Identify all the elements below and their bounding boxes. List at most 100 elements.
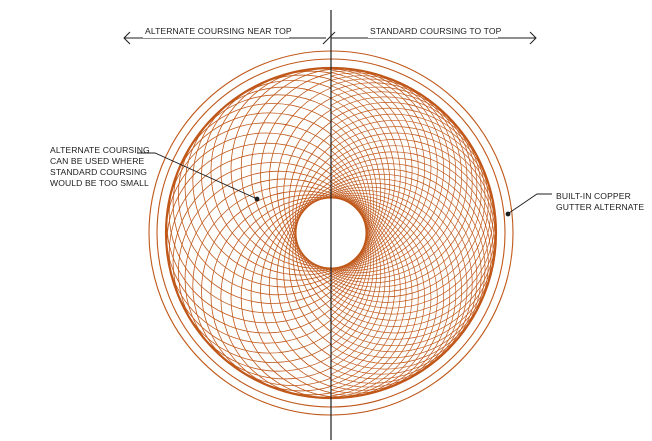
alternate-note-leader-dot (254, 196, 260, 202)
alternate-course-arc (260, 194, 331, 387)
standard-course-arc (331, 85, 396, 273)
standard-course-arc (331, 72, 457, 274)
alternate-course-arc (276, 97, 331, 277)
alternate-course-arc (292, 133, 331, 293)
standard-course-arc (331, 187, 382, 362)
standard-course-arc (331, 120, 374, 285)
alternate-note-line-1: ALTERNATE COURSING (50, 145, 150, 155)
standard-course-arc (331, 67, 432, 269)
standard-course-arc (331, 194, 401, 386)
alternate-course-arc (288, 180, 331, 345)
standard-course-arc (331, 86, 478, 288)
standard-course-arc (331, 67, 438, 269)
standard-course-arc (331, 139, 497, 340)
standard-course-arc (331, 82, 473, 284)
standard-course-arc (331, 126, 497, 327)
alternate-course-arc (250, 72, 331, 270)
standard-course-arc (331, 196, 413, 394)
alternate-note-leader (137, 152, 256, 199)
standard-course-arc (331, 149, 367, 304)
alternate-course-arc (178, 94, 331, 296)
gutter-note-leader-dot (505, 211, 511, 217)
alternate-course-arc (172, 162, 331, 363)
alternate-course-arc (240, 68, 331, 269)
gutter-note-line-1: BUILT-IN COPPER (556, 191, 631, 201)
standard-course-arc (331, 96, 486, 298)
standard-course-arc (331, 142, 368, 298)
standard-course-arc (331, 177, 372, 339)
standard-course-arc (331, 70, 451, 272)
alternate-course-arc (230, 197, 331, 399)
alternate-course-arc (168, 112, 331, 314)
standard-course-arc (331, 145, 496, 346)
alternate-course-arc (220, 196, 331, 398)
standard-course-arc (331, 186, 468, 388)
alternate-course-arc (184, 86, 331, 288)
standard-coursing-pattern (331, 67, 497, 399)
alternate-course-arc (166, 122, 331, 324)
standard-course-arc (331, 120, 496, 321)
standard-course-arc (331, 75, 407, 271)
alternate-course-arc (165, 132, 331, 334)
alternate-course-arc (250, 196, 331, 394)
alternate-course-arc (201, 190, 331, 392)
standard-course-arc (331, 189, 386, 369)
standard-course-arc (331, 178, 478, 380)
standard-course-arc (331, 112, 378, 282)
alternate-course-arc (201, 74, 331, 276)
alternate-course-arc (283, 109, 331, 281)
standard-course-arc (331, 181, 374, 346)
alternate-course-arc (292, 173, 331, 333)
standard-course-arc (331, 195, 407, 391)
alternate-course-arc (210, 194, 331, 396)
gutter-note-line-2: GUTTER ALTERNATE (556, 202, 644, 212)
standard-course-arc (331, 151, 494, 353)
alternate-coursing-note: ALTERNATE COURSING CAN BE USED WHERE STA… (50, 145, 150, 188)
alternate-course-arc (260, 79, 331, 272)
right-heading-label: STANDARD COURSING TO TOP (370, 26, 502, 36)
alternate-coursing-pattern (165, 67, 331, 399)
standard-course-arc (331, 173, 370, 331)
alternate-course-arc (240, 197, 331, 398)
standard-course-arc (331, 197, 432, 399)
standard-course-arc (331, 91, 391, 275)
standard-course-arc (331, 72, 413, 270)
alternate-course-arc (172, 103, 331, 304)
standard-course-arc (331, 107, 492, 309)
left-heading-label: ALTERNATE COURSING NEAR TOP (145, 26, 292, 36)
standard-course-arc (331, 113, 494, 315)
standard-course-arc (331, 168, 486, 370)
standard-course-arc (331, 104, 382, 279)
standard-course-arc (331, 127, 372, 289)
alternate-course-arc (168, 152, 331, 354)
gutter-note-leader (508, 193, 552, 214)
standard-course-arc (331, 97, 386, 277)
standard-course-arc (331, 191, 391, 375)
standard-course-arc (331, 132, 497, 334)
alternate-course-arc (288, 121, 331, 286)
alternate-course-arc (268, 87, 331, 274)
standard-course-arc (331, 78, 468, 280)
standard-course-arc (331, 193, 396, 381)
standard-course-arc (331, 69, 419, 269)
alternate-course-arc (210, 70, 331, 272)
alternate-note-line-4: WOULD BE TOO SMALL (50, 178, 149, 188)
alternate-course-arc (294, 166, 331, 321)
standard-course-arc (331, 102, 489, 303)
alternate-course-arc (192, 185, 331, 386)
standard-course-arc (331, 197, 425, 398)
alternate-course-arc (283, 185, 331, 357)
standard-course-arc (331, 80, 401, 272)
alternate-course-arc (230, 67, 331, 269)
standard-course-arc (331, 68, 425, 269)
standard-course-arc (331, 184, 378, 354)
standard-course-arc (331, 197, 419, 397)
alternate-course-arc (294, 145, 331, 300)
standard-course-arc (331, 68, 444, 270)
alternate-course-arc (192, 80, 331, 281)
standard-course-arc (331, 194, 451, 396)
alternate-note-line-2: CAN BE USED WHERE (50, 156, 145, 166)
alternate-note-line-3: STANDARD COURSING (50, 167, 147, 177)
standard-course-arc (331, 135, 370, 293)
